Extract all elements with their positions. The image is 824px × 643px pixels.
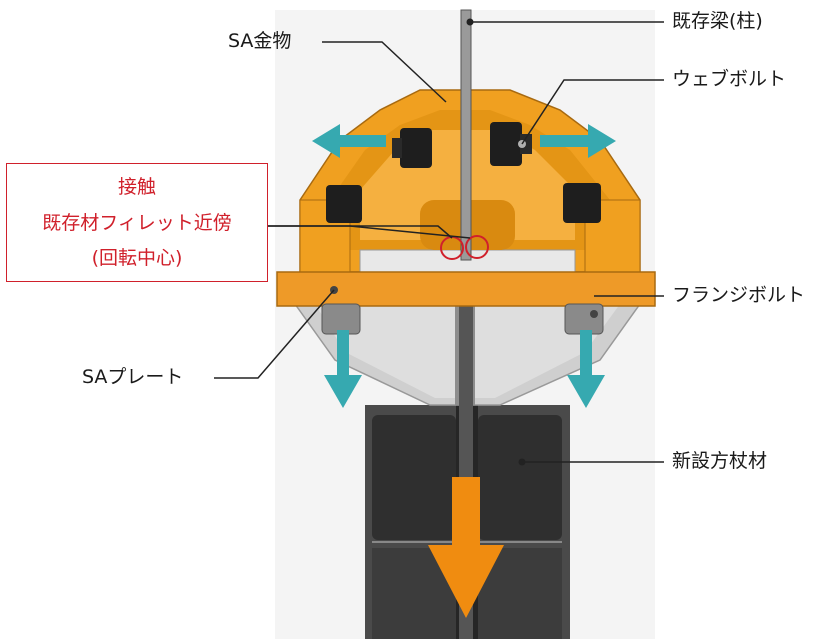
outward-arrows: [312, 124, 616, 158]
downward-arrows: [324, 330, 605, 408]
callout-rotation-center: (回転中心): [91, 247, 183, 269]
contact-circle-left: [440, 236, 464, 260]
top-flange-nuts: [326, 183, 601, 223]
new-brace-label: 新設方杖材: [672, 450, 768, 472]
web-bolts: [392, 122, 532, 168]
load-arrow: [428, 477, 504, 618]
sa-fitting-label: SA金物: [228, 30, 292, 52]
sa-plate-label: SAプレート: [82, 366, 184, 388]
web-bolt-label: ウェブボルト: [672, 68, 787, 90]
contact-callout: 接触 既存材フィレット近傍 (回転中心): [6, 163, 268, 282]
existing-beam-label: 既存梁(柱): [672, 10, 763, 32]
callout-description: 既存材フィレット近傍: [42, 212, 232, 234]
contact-circle-right: [465, 235, 489, 259]
flange-bolt-label: フランジボルト: [672, 284, 806, 306]
flange-plate: [276, 271, 656, 307]
bottom-flange-bolts: [321, 286, 604, 335]
leader-dots: [466, 18, 526, 466]
callout-title: 接触: [117, 176, 156, 198]
leader-lines: [214, 21, 664, 463]
